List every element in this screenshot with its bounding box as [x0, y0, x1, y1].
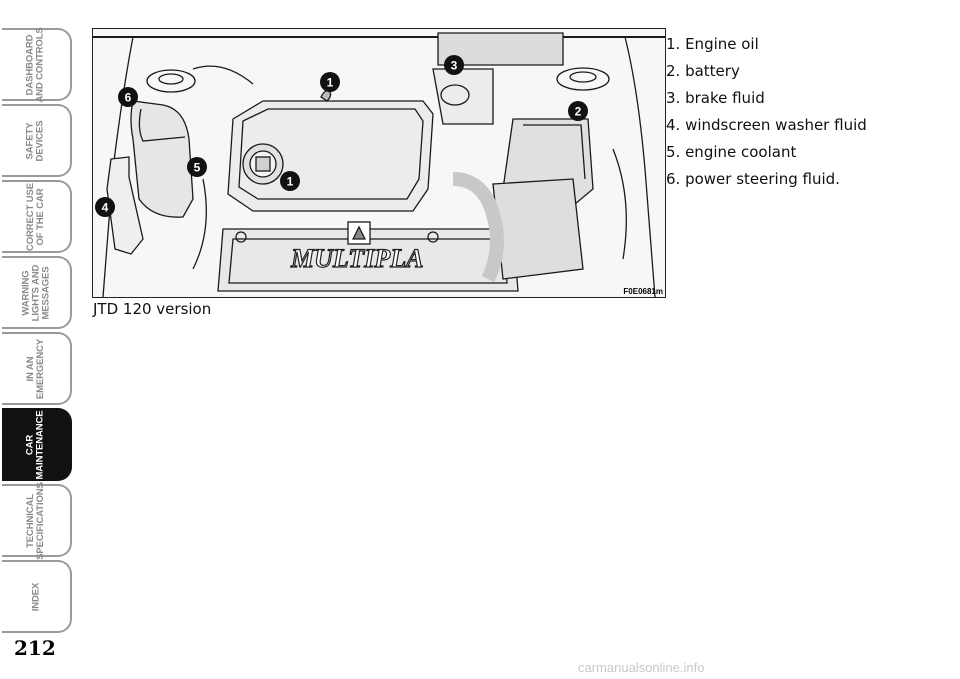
tab-label: CAR MAINTENANCE	[25, 409, 46, 480]
svg-text:1: 1	[287, 175, 294, 189]
engine-cover-lettering: MULTIPLA	[290, 244, 423, 273]
legend-item: 6. power steering fluid.	[666, 170, 840, 188]
tab-index[interactable]: INDEX	[2, 560, 72, 633]
legend-item: 5. engine coolant	[666, 143, 797, 161]
tab-label: INDEX	[29, 582, 41, 611]
callout-4-washer-fluid: 4	[95, 197, 115, 217]
engine-bay-illustration: MULTIPLA 1 1 2 3 4	[92, 28, 666, 298]
tab-label: WARNING LIGHTS AND MESSAGES	[19, 264, 51, 321]
callout-6-power-steering: 6	[118, 87, 138, 107]
chapter-tabs: DASHBOARD AND CONTROLS SAFETY DEVICES CO…	[0, 0, 80, 679]
callout-1-dipstick: 1	[320, 72, 340, 92]
legend-item: 1. Engine oil	[666, 35, 759, 53]
watermark: carmanualsonline.info	[578, 660, 705, 675]
callout-5-engine-coolant: 5	[187, 157, 207, 177]
figure-code: F0E0681m	[623, 287, 663, 296]
callout-1-filler-cap: 1	[280, 171, 300, 191]
callout-3-brake-fluid: 3	[444, 55, 464, 75]
component-legend: 1. Engine oil 2. battery 3. brake fluid …	[666, 31, 867, 193]
page-number: 212	[14, 636, 56, 660]
svg-text:5: 5	[194, 161, 201, 175]
legend-item: 4. windscreen washer fluid	[666, 116, 867, 134]
svg-text:6: 6	[125, 91, 132, 105]
tab-label: SAFETY DEVICES	[24, 119, 46, 162]
tab-label: DASHBOARD AND CONTROLS	[25, 26, 47, 103]
tab-correct-use[interactable]: CORRECT USE OF THE CAR	[2, 180, 72, 253]
tab-safety-devices[interactable]: SAFETY DEVICES	[2, 104, 72, 177]
figure-caption: JTD 120 version	[93, 300, 212, 318]
tab-technical-specifications[interactable]: TECHNICAL SPECIFICATIONS	[2, 481, 72, 560]
legend-item: 3. brake fluid	[666, 89, 765, 107]
engine-drawing: MULTIPLA 1 1 2 3 4	[93, 32, 665, 297]
legend-item: 2. battery	[666, 62, 740, 80]
svg-text:4: 4	[102, 201, 109, 215]
tab-label: IN AN EMERGENCY	[25, 338, 46, 399]
tab-label: TECHNICAL SPECIFICATIONS	[25, 481, 47, 560]
svg-text:2: 2	[575, 105, 582, 119]
tab-in-an-emergency[interactable]: IN AN EMERGENCY	[2, 332, 72, 405]
tab-car-maintenance[interactable]: CAR MAINTENANCE	[2, 408, 72, 481]
tab-warning-lights[interactable]: WARNING LIGHTS AND MESSAGES	[2, 256, 72, 329]
tab-label: CORRECT USE OF THE CAR	[25, 182, 47, 251]
svg-text:3: 3	[451, 59, 458, 73]
callout-2-battery: 2	[568, 101, 588, 121]
tab-dashboard-and-controls[interactable]: DASHBOARD AND CONTROLS	[2, 26, 72, 103]
svg-text:1: 1	[327, 76, 334, 90]
